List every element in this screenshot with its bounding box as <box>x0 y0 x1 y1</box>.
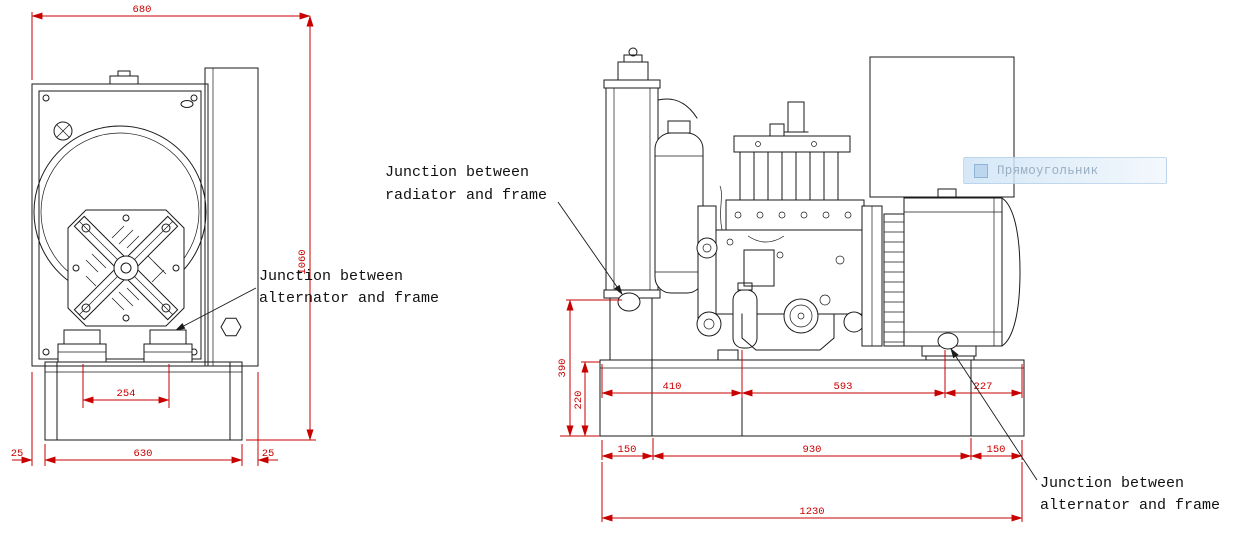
dim-overall-width: 680 <box>31 4 311 80</box>
dim-text-254: 254 <box>117 388 136 400</box>
dim-text-150-right: 150 <box>987 444 1006 456</box>
radiator-cap <box>623 54 643 63</box>
side-channel <box>204 67 259 367</box>
dim-text-593: 593 <box>834 381 853 393</box>
crank-pulley <box>696 311 722 337</box>
label-alternator-frame-side: Junction between alternator and frame <box>950 348 1220 514</box>
dim-overall-height: 1060 <box>246 15 316 441</box>
dim-text-25-left: 25 <box>11 448 24 460</box>
annotation-line: alternator and frame <box>259 290 439 307</box>
oil-filter <box>783 298 819 334</box>
alternator-side <box>883 188 1021 361</box>
oil-pan <box>741 313 835 351</box>
hatch-wedges <box>85 225 167 311</box>
upper-hose <box>657 98 698 119</box>
annotation-line: Junction between <box>259 268 403 285</box>
radiator-frame-junction <box>617 292 641 312</box>
alternator-frame-junction <box>937 332 959 350</box>
annotation-line: alternator and frame <box>1040 497 1220 514</box>
dim-junction-height: 390 <box>557 299 622 437</box>
drain-plug <box>53 121 73 141</box>
breather <box>769 123 785 137</box>
louver-screen <box>883 213 905 347</box>
dim-text-680: 680 <box>133 4 152 16</box>
dim-text-1060: 1060 <box>297 249 309 274</box>
annotation-line: radiator and frame <box>385 187 547 204</box>
dim-base-row: 25 630 25 <box>11 372 278 466</box>
cylinder-head <box>725 199 865 231</box>
dim-base-height: 220 <box>573 361 600 437</box>
base-frame-front <box>44 361 243 441</box>
label-alternator-frame-front: Junction between alternator and frame <box>175 268 439 331</box>
intake-manifold <box>733 135 851 153</box>
control-box <box>869 56 1015 198</box>
dim-mount-segments: 410 593 227 <box>601 350 1023 398</box>
handle-oval <box>180 100 194 108</box>
base-frame-side <box>599 359 1025 437</box>
dim-text-630: 630 <box>134 448 153 460</box>
hex-plug <box>220 317 242 337</box>
engine-side <box>696 101 883 361</box>
shape-tooltip-label: Прямоугольник <box>997 163 1099 178</box>
alternator-body <box>903 197 1003 347</box>
dipstick <box>719 185 723 231</box>
lifting-eye <box>937 188 957 199</box>
dim-text-930: 930 <box>803 444 822 456</box>
dim-text-410: 410 <box>663 381 682 393</box>
starter <box>843 311 865 333</box>
filler-cap <box>109 75 139 85</box>
annotation-line: Junction between <box>385 164 529 181</box>
side-view: 390 220 410 593 227 150 <box>385 47 1220 522</box>
dim-text-1230: 1230 <box>799 506 824 518</box>
mounting-feet-front <box>57 329 193 363</box>
dim-overall-length: 1230 <box>601 462 1023 522</box>
exhaust-stack <box>787 101 805 133</box>
dim-text-220: 220 <box>573 391 585 410</box>
front-view: 680 1060 254 25 630 25 Junction <box>11 4 439 466</box>
rectangle-tool-icon <box>974 163 988 178</box>
engine-mount-pedestal <box>717 349 739 361</box>
alternator-end-bell <box>1001 197 1021 347</box>
canopy-front <box>31 67 259 367</box>
label-radiator-frame: Junction between radiator and frame <box>385 164 623 295</box>
dim-text-150-left: 150 <box>618 444 637 456</box>
injection-pump <box>743 249 775 287</box>
front-cover <box>697 205 717 319</box>
shape-tooltip[interactable]: Прямоугольник <box>963 157 1167 184</box>
dim-text-25-right: 25 <box>262 448 275 460</box>
dim-feet-spacing: 254 <box>82 364 170 408</box>
dim-text-390: 390 <box>557 359 569 378</box>
fuel-filter <box>732 289 758 349</box>
air-cleaner <box>654 120 704 294</box>
alternator-front <box>67 209 185 327</box>
annotation-line: Junction between <box>1040 475 1184 492</box>
dim-foot-row: 150 930 150 <box>601 438 1023 460</box>
